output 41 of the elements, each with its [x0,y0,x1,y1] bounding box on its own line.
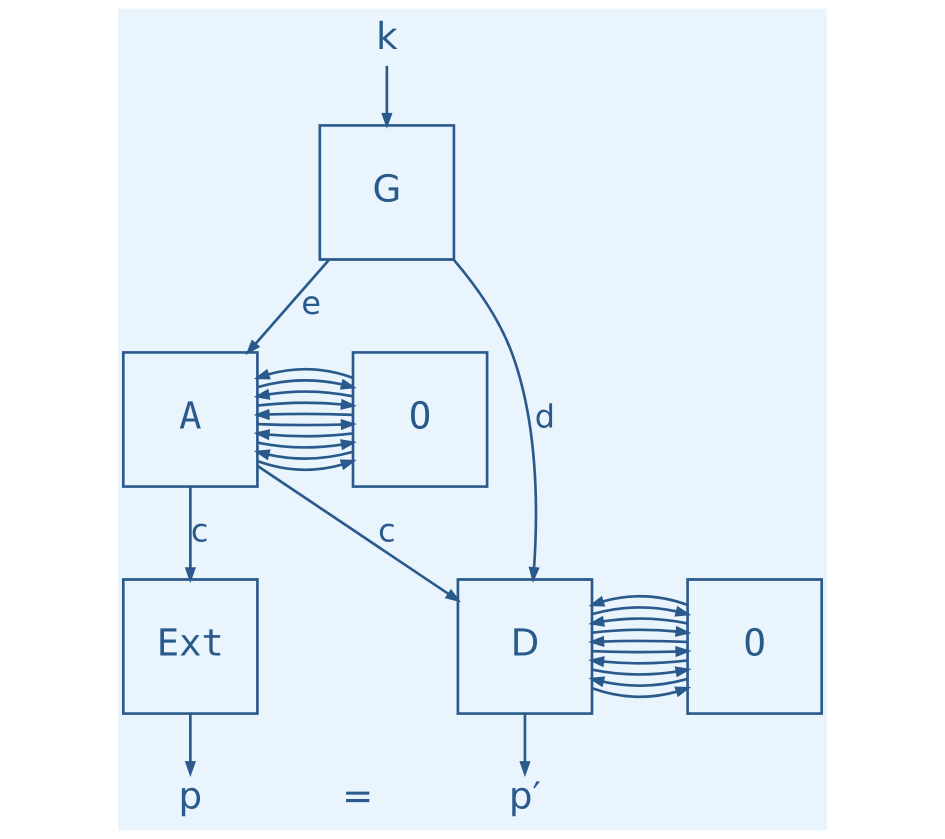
edge-label: c [190,511,208,550]
edge-label: c [378,511,396,550]
arrow [452,258,540,583]
arrow [592,686,692,698]
arrow [258,418,357,430]
arrow [257,439,357,450]
arrow [588,594,688,607]
arrow [254,368,354,380]
arrow [588,616,688,627]
node-text: k [376,14,398,58]
arrow [254,408,353,420]
node-box: O [352,351,488,488]
arrow [254,429,353,440]
arrow [592,606,692,617]
arrow [257,378,357,390]
arrow [519,714,531,778]
arrow [592,646,692,658]
arrow [592,666,692,678]
label: = [342,773,374,818]
arrow [592,626,692,637]
node-text: p [178,773,202,818]
node-box: G [318,124,456,261]
arrow [258,398,357,410]
edge-label: d [534,398,555,436]
arrow [257,460,357,472]
node-box: Ext [122,578,259,715]
arrow [588,656,688,668]
arrow [256,464,462,602]
arrow [254,449,354,460]
arrow [588,676,688,688]
node-box: A [122,351,259,488]
arrow [588,636,688,648]
edge-label: e [301,284,321,322]
arrow [246,259,330,356]
node-box: D [456,578,594,715]
arrow [184,714,196,778]
arrow [184,486,196,584]
arrow [254,388,354,400]
node-box: O [686,578,824,715]
node-text: p′ [508,773,541,818]
arrow [381,66,392,129]
